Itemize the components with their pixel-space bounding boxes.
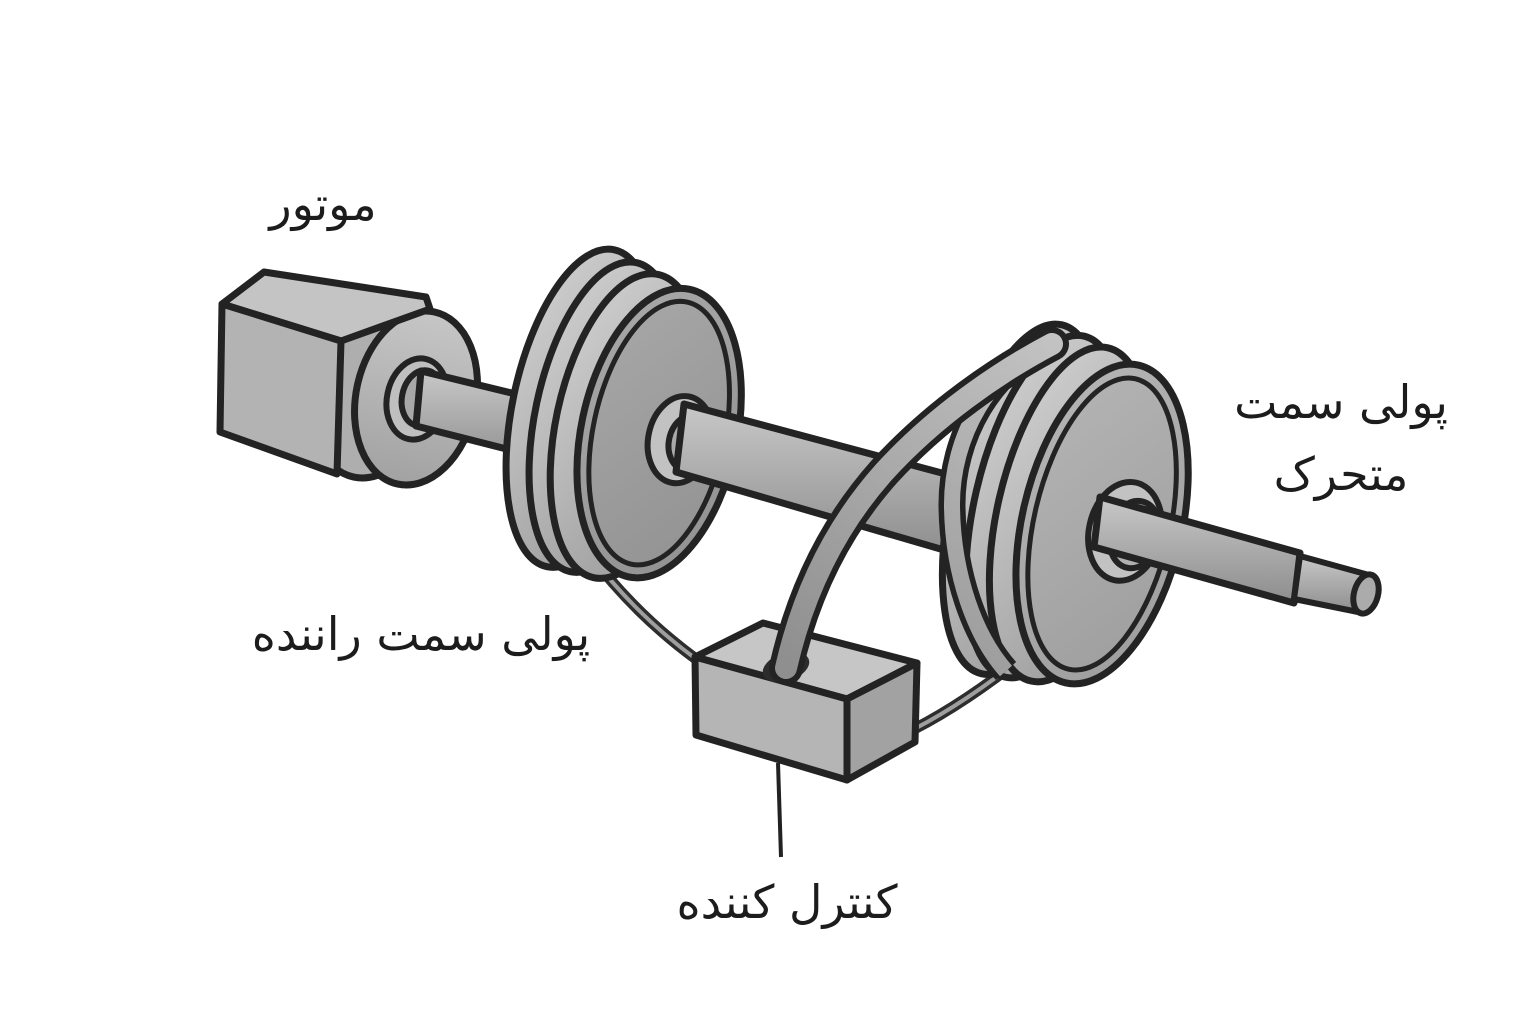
controller-leader-line [776, 762, 783, 858]
driven-pulley-label-line2: متحرک [1273, 447, 1409, 501]
motor-label: موتور [269, 177, 377, 231]
motor-box-front [216, 300, 345, 478]
driven-pulley-label-line1: پولی سمت [1234, 375, 1448, 429]
controller-box-right [843, 659, 921, 784]
driven-pulley-label: پولی سمت متحرک [1181, 366, 1501, 510]
driver-pulley-label: پولی سمت راننده [251, 607, 591, 661]
output-shaft [1090, 493, 1382, 617]
controller-label: کنترل کننده [676, 875, 898, 929]
belt-strap [762, 327, 1069, 685]
controller-box [691, 619, 921, 784]
output-shaft-thick [1090, 493, 1304, 607]
output-shaft-end-cap [1350, 571, 1382, 617]
